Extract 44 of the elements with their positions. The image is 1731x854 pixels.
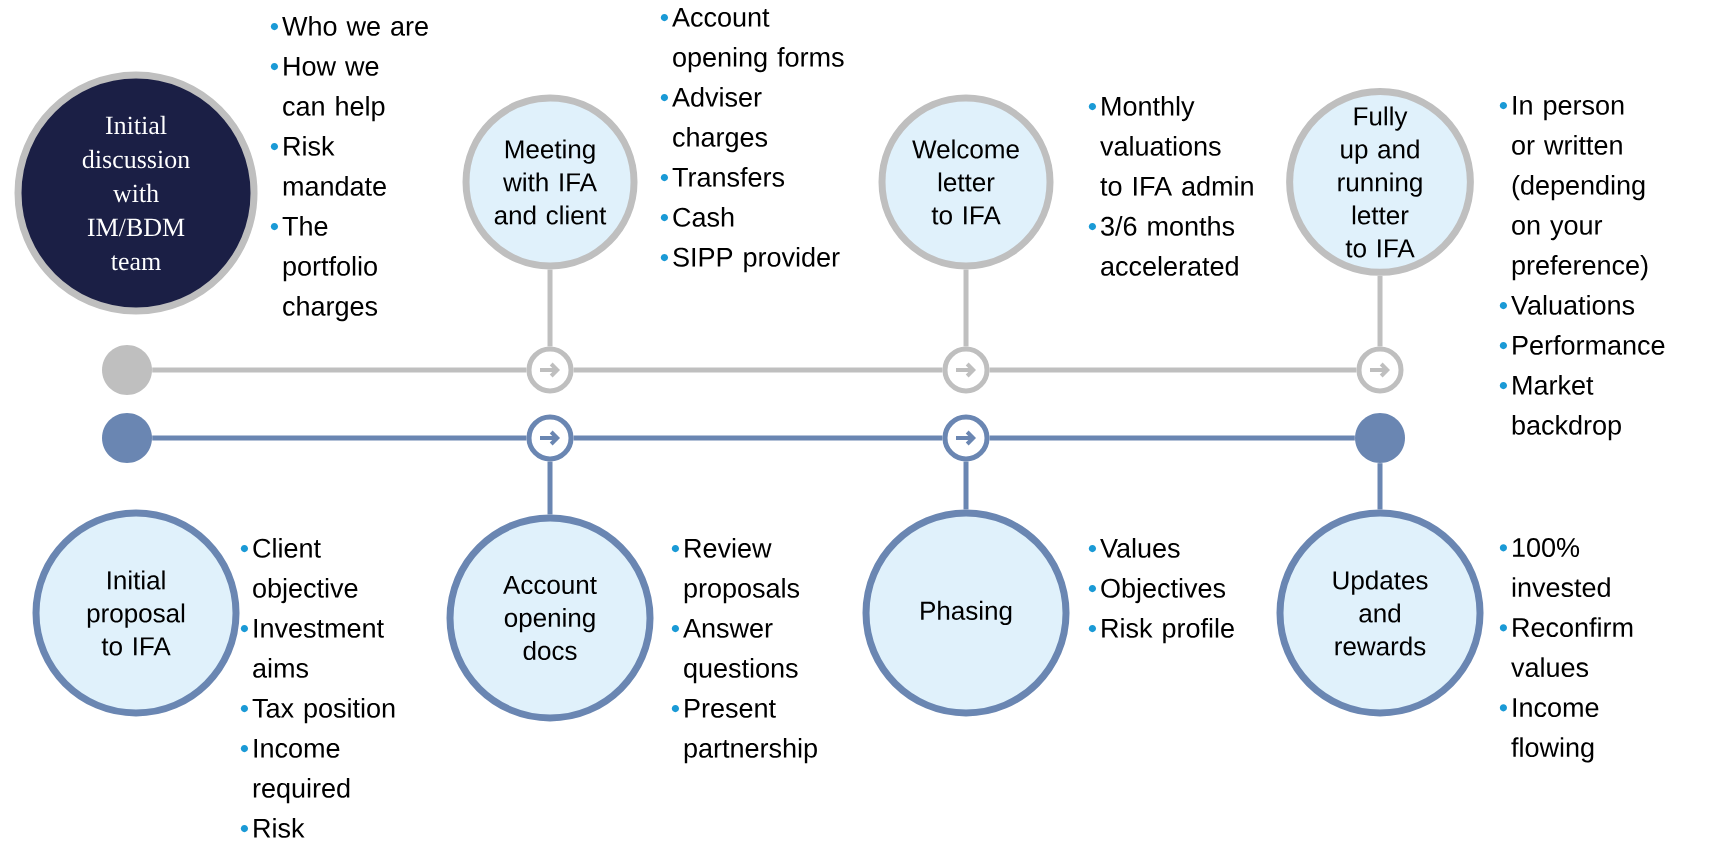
bullet-item: Reconfirm values	[1499, 617, 1633, 678]
bullet-item: 100% invested	[1499, 538, 1610, 598]
bullet-item: Cash	[660, 207, 734, 227]
bullet-item: Answer questions	[671, 618, 798, 684]
timeline-dot	[102, 413, 152, 463]
bullet-item: Risk	[240, 818, 305, 838]
bullet-item: Transfers	[660, 167, 785, 187]
bullet-item: Market backdrop	[1499, 375, 1621, 441]
bullet-item: Present partnership	[671, 698, 817, 764]
bullet-item: Income flowing	[1499, 698, 1599, 763]
connector-line	[152, 435, 527, 441]
bullet-item: In person or written (depending on your preference)	[1499, 96, 1648, 281]
bullet-item: Valuations	[1499, 295, 1635, 315]
connector-line	[989, 435, 1355, 441]
connector-line	[1377, 463, 1383, 510]
connector-line	[547, 461, 553, 515]
bullet-item: How we can help	[270, 57, 385, 122]
bullet-item: Investment aims	[240, 618, 384, 678]
bullet-item: 3/6 months accelerated	[1088, 216, 1238, 276]
connector-line	[152, 367, 527, 373]
bullet-item: Income required	[240, 738, 350, 804]
bullet-item: Adviser charges	[660, 87, 768, 153]
connector-line	[1377, 275, 1383, 347]
connector-line	[963, 461, 969, 510]
connector-line	[963, 269, 969, 347]
bullet-item: The portfolio charges	[270, 216, 378, 322]
timeline-dot	[1355, 413, 1405, 463]
bullet-item: Who we are	[270, 16, 428, 36]
bullet-item: Review proposals	[671, 538, 800, 604]
bullet-item: SIPP provider	[660, 247, 840, 273]
bullet-item: Account opening forms	[660, 8, 844, 73]
connector-line	[573, 435, 943, 441]
bullet-item: Risk profile	[1088, 618, 1234, 644]
bullet-item: Tax position	[240, 698, 395, 724]
connector-line	[547, 269, 553, 347]
connector-line	[989, 367, 1357, 373]
bullet-item: Performance	[1499, 335, 1665, 355]
bullet-item: Monthly valuations to IFA admin	[1088, 96, 1253, 196]
connector-line	[573, 367, 943, 373]
bullet-item: Values	[1088, 538, 1180, 558]
bullet-item: Client objective	[240, 538, 358, 604]
bullet-item: Objectives	[1088, 578, 1226, 604]
timeline-dot	[102, 345, 152, 395]
bullet-item: Risk mandate	[270, 136, 386, 196]
